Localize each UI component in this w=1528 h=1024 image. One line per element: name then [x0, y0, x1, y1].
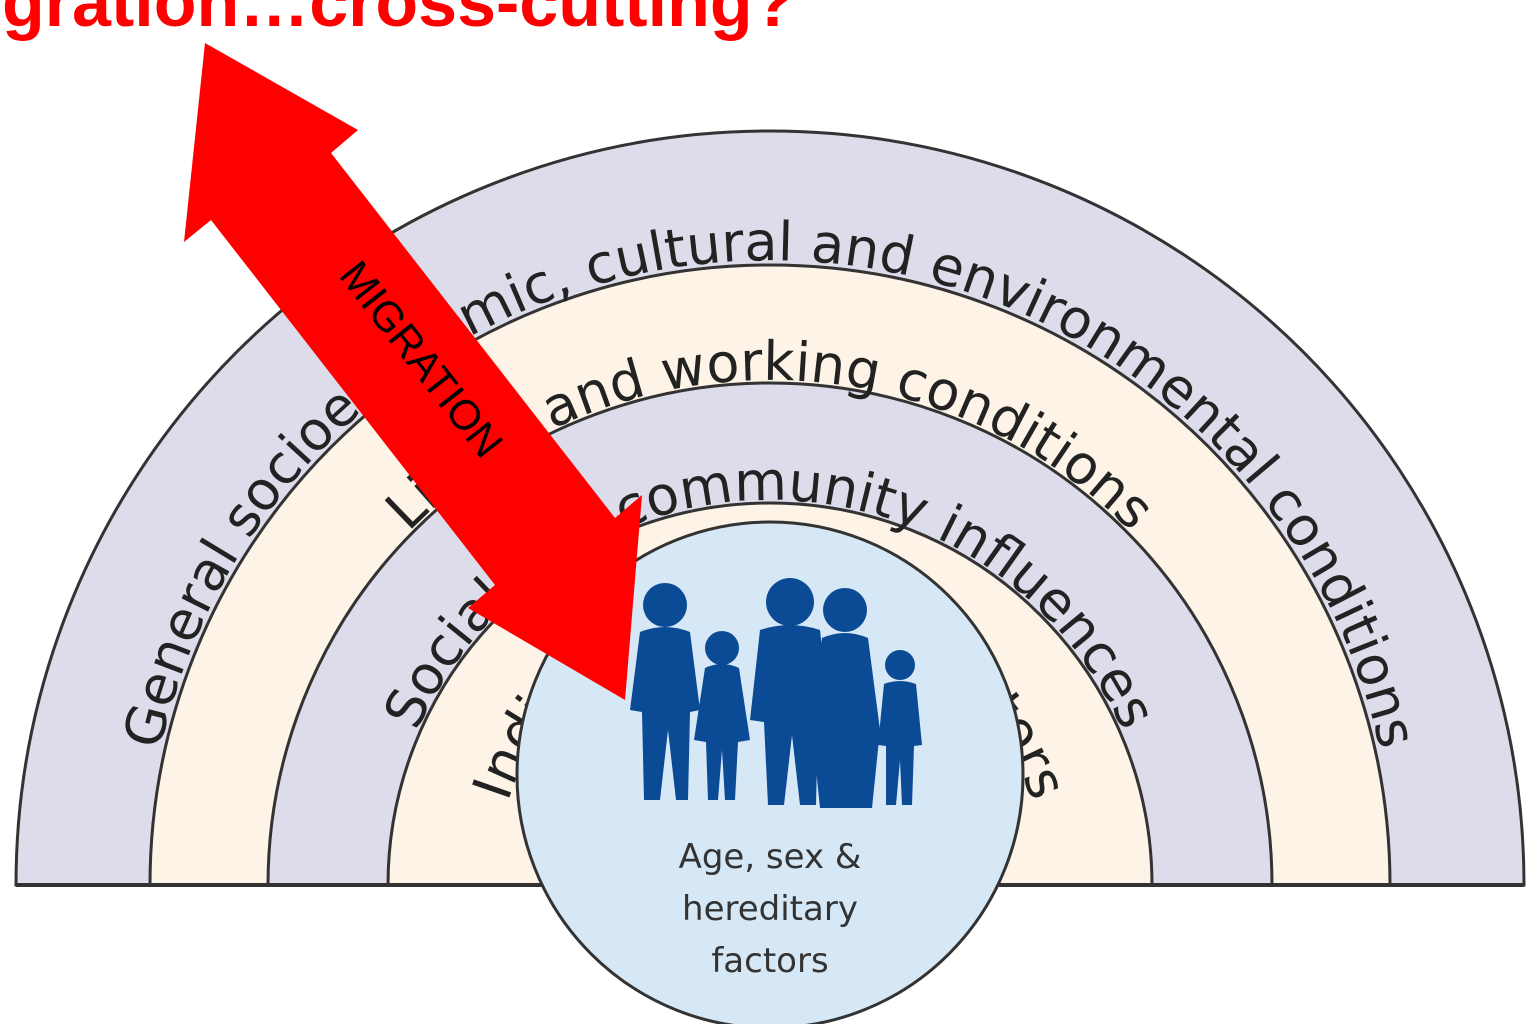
core-label-line-3: factors: [711, 941, 828, 981]
banner-title: gration…cross-cutting?: [2, 0, 795, 41]
family-silhouette-icon: [630, 578, 922, 808]
core-label-line-2: hereditary: [682, 889, 858, 929]
core-label-line-1: Age, sex &: [679, 837, 862, 877]
double-headed-arrow-icon: [184, 43, 642, 700]
